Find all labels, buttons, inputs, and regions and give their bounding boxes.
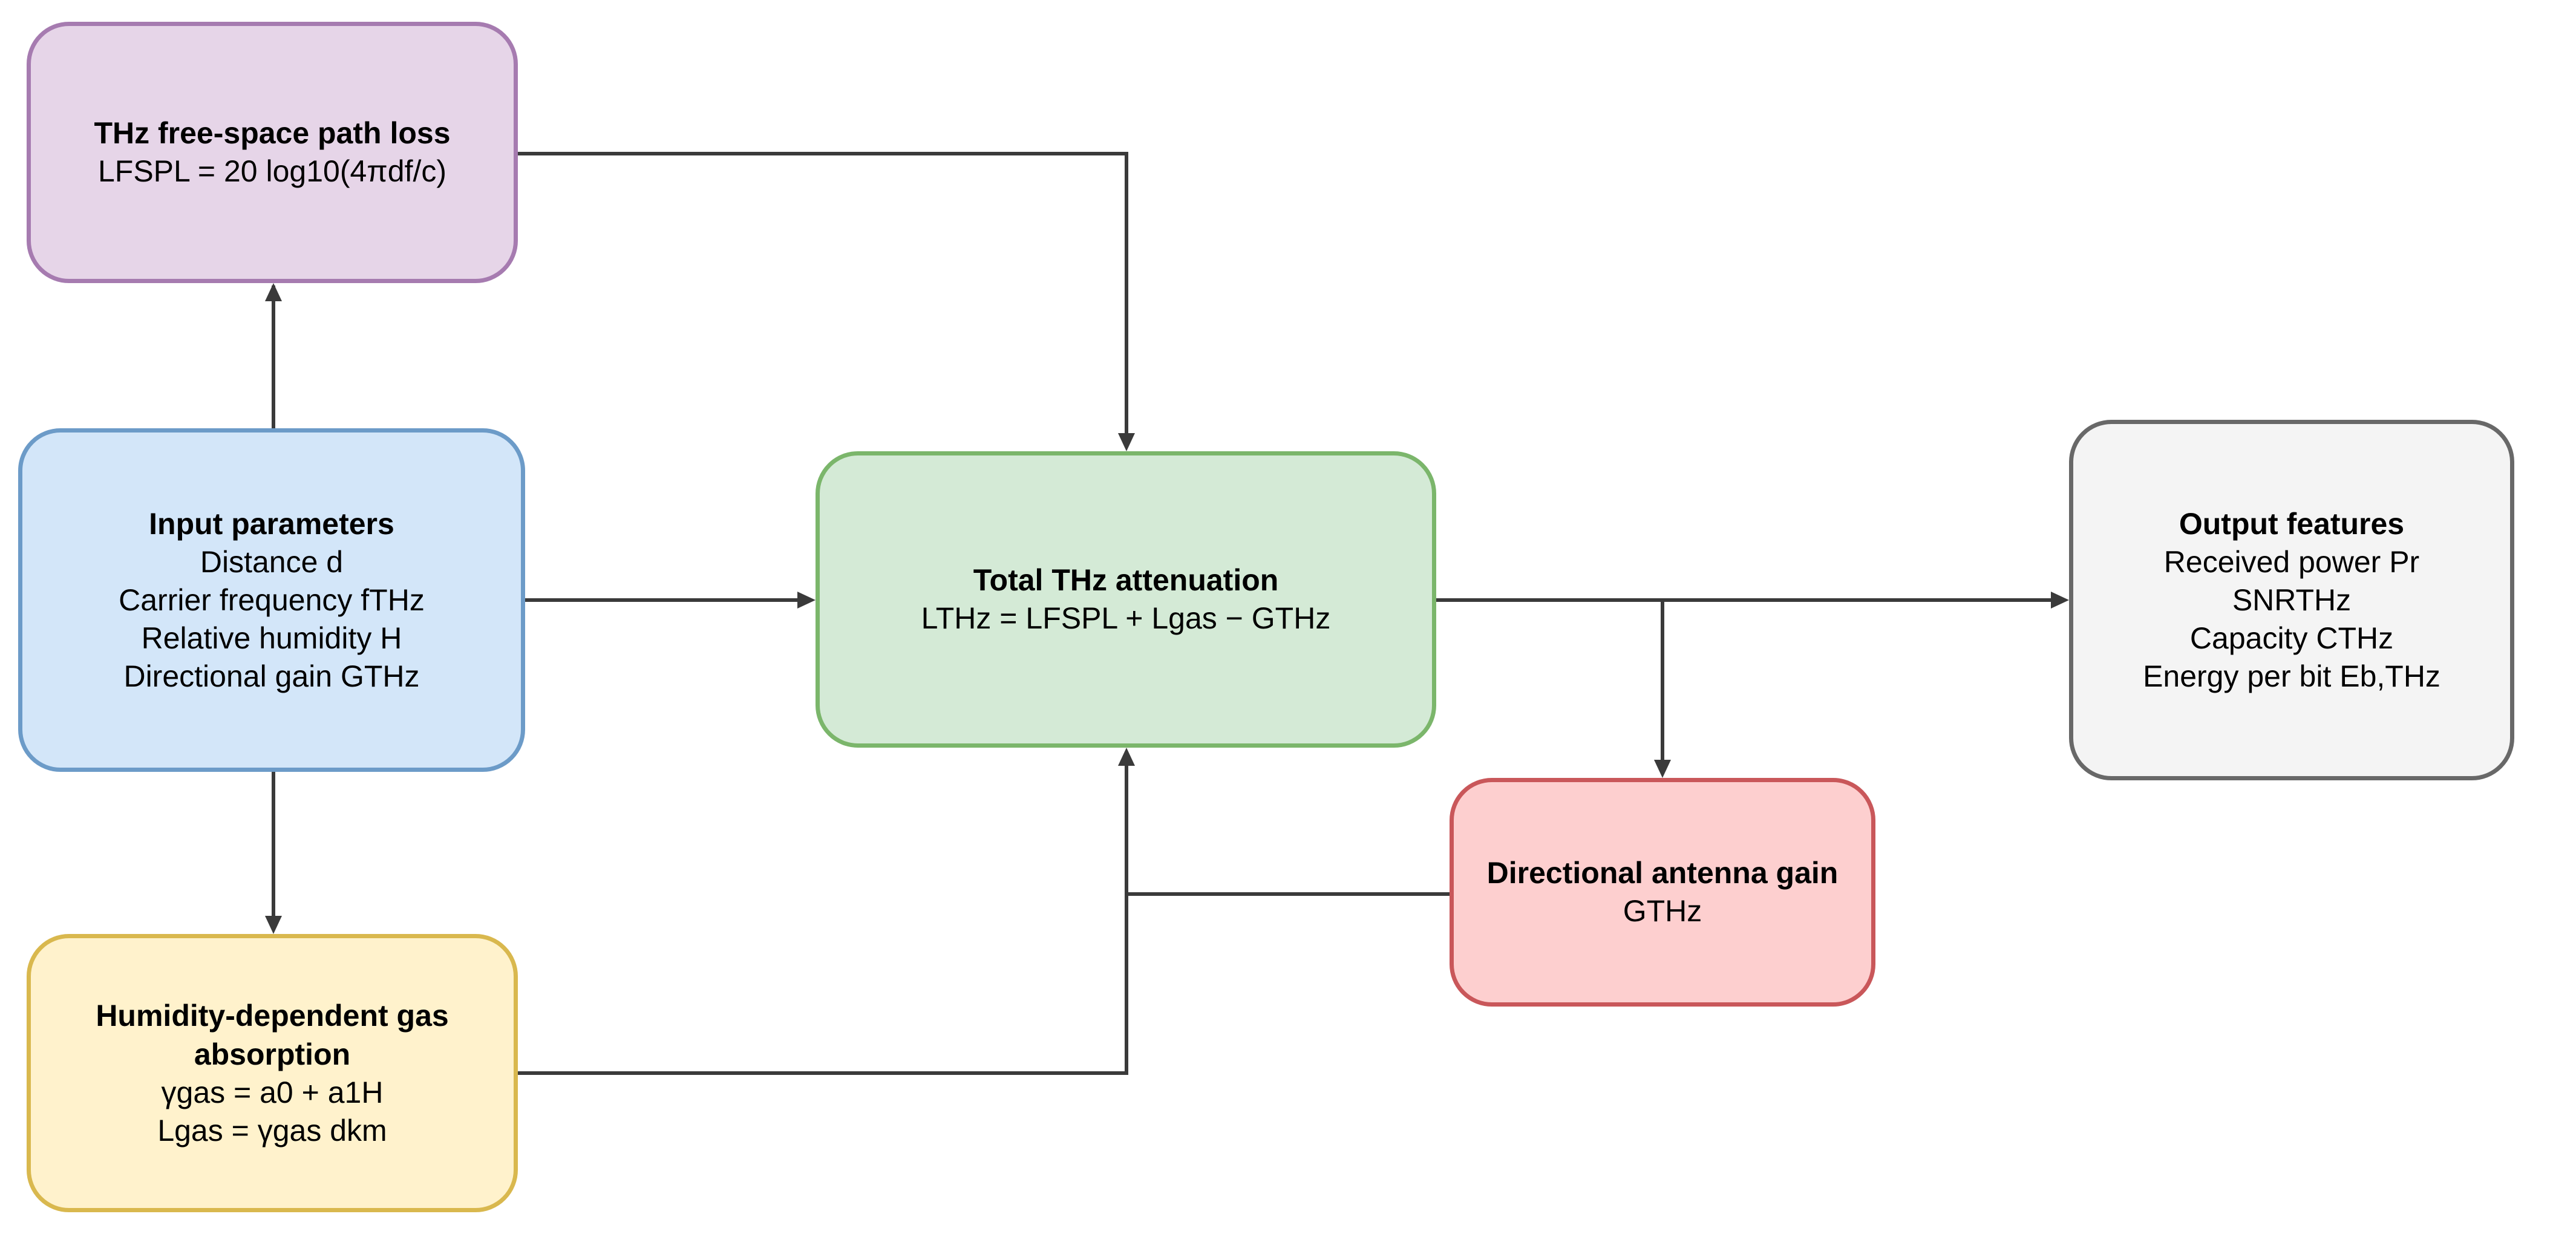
input-distance: Distance d: [200, 544, 344, 579]
fspl-formula: LFSPL = 20 log10(4πdf/c): [97, 154, 447, 188]
total-attenuation-formula: LTHz = LFSPL + Lgas − GTHz: [921, 601, 1331, 635]
fspl-node: THz free-space path loss LFSPL = 20 log1…: [27, 22, 518, 283]
humidity-absorption-node: Humidity-dependent gas absorption γgas =…: [27, 934, 518, 1212]
humidity-title-line-1: Humidity-dependent gas: [96, 999, 449, 1033]
antenna-gain-node: Directional antenna gain GTHz: [1450, 778, 1875, 1007]
input-directional-gain: Directional gain GTHz: [123, 659, 420, 693]
humidity-gamma-formula: γgas = a0 + a1H: [161, 1076, 384, 1109]
output-capacity: Capacity CTHz: [2189, 621, 2394, 655]
total-attenuation-node: Total THz attenuation LTHz = LFSPL + Lga…: [816, 451, 1436, 748]
output-energy-per-bit: Energy per bit Eb,THz: [2143, 659, 2440, 693]
input-relative-humidity: Relative humidity H: [141, 621, 402, 655]
output-features-title: Output features: [2179, 506, 2405, 541]
output-received-power: Received power Pr: [2163, 544, 2420, 579]
arrowhead-fspl-to-total: [1118, 433, 1135, 451]
humidity-title-line-2: absorption: [194, 1037, 351, 1071]
arrowhead-input-to-total: [797, 592, 816, 609]
fspl-title: THz free-space path loss: [94, 116, 451, 150]
arrowhead-total-to-output: [2051, 592, 2069, 609]
arrow-fspl-to-total: [518, 152, 1128, 434]
antenna-gain-symbol: GTHz: [1623, 894, 1702, 928]
arrow-humidity-to-total: [518, 765, 1128, 1075]
input-parameters-title: Input parameters: [149, 506, 394, 541]
arrowhead-humidity-to-total: [1118, 748, 1135, 766]
input-carrier-frequency: Carrier frequency fTHz: [119, 583, 425, 617]
arrowhead-input-to-humidity: [265, 916, 282, 934]
input-parameters-node: Input parameters Distance d Carrier freq…: [18, 428, 525, 772]
output-snr: SNRTHz: [2232, 583, 2352, 617]
humidity-lgas-formula: Lgas = γgas dkm: [157, 1114, 387, 1147]
antenna-gain-title: Directional antenna gain: [1486, 856, 1839, 890]
arrowhead-total-to-antenna: [1654, 760, 1671, 778]
arrowhead-input-to-fspl: [265, 283, 282, 301]
total-attenuation-title: Total THz attenuation: [973, 563, 1279, 597]
output-features-node: Output features Received power Pr SNRTHz…: [2069, 420, 2514, 780]
